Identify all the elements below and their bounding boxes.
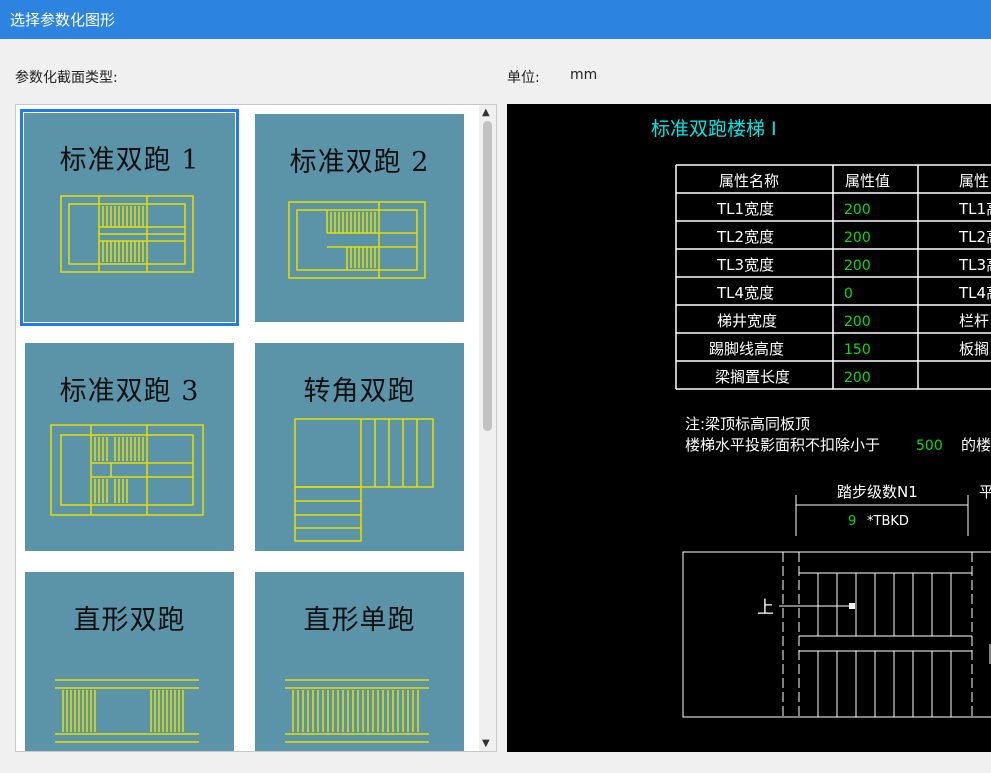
dimension-suffix: *TBKD bbox=[867, 514, 909, 529]
up-label: 上 bbox=[757, 598, 774, 618]
preview-panel: 标准双跑楼梯 I 属性名称 属性值 属性 TL1宽度 TL2宽度 TL3宽度 T… bbox=[507, 104, 991, 752]
shape-tile-straight-double[interactable]: 直形双跑 bbox=[17, 564, 246, 751]
note-1: 注:梁顶标高同板顶 bbox=[685, 415, 810, 433]
stair-plan-icon bbox=[60, 195, 194, 273]
tile-thumbnail: 直形单跑 bbox=[255, 572, 464, 751]
stair-plan-icon bbox=[294, 418, 434, 542]
tile-label: 直形单跑 bbox=[303, 605, 416, 636]
shape-list[interactable]: 标准双跑 1 标准双跑 2 bbox=[15, 104, 497, 752]
row-name: TL1宽度 bbox=[716, 200, 774, 218]
table-header-value: 属性值 bbox=[845, 172, 890, 190]
note-2-value: 500 bbox=[916, 438, 943, 454]
scroll-up-arrow-icon[interactable]: ▲ bbox=[482, 107, 490, 118]
row-right: 栏杆 bbox=[959, 312, 989, 330]
row-right: TL1高 bbox=[958, 200, 991, 218]
row-value: 200 bbox=[844, 230, 871, 246]
row-name: TL2宽度 bbox=[716, 228, 774, 246]
tile-thumbnail: 标准双跑 1 bbox=[20, 109, 239, 326]
tile-label: 直形双跑 bbox=[73, 605, 186, 636]
dimension-value: 9 bbox=[848, 514, 856, 529]
stair-plan-icon bbox=[55, 679, 199, 743]
row-value: 200 bbox=[844, 314, 871, 330]
row-name: 踢脚线高度 bbox=[709, 340, 784, 358]
shape-tile-standard-2[interactable]: 标准双跑 2 bbox=[247, 106, 476, 332]
dimension-label: 踏步级数N1 bbox=[837, 483, 918, 501]
tile-label: 标准双跑 3 bbox=[59, 376, 200, 407]
row-name: TL3宽度 bbox=[716, 256, 774, 274]
stair-plan-drawing bbox=[682, 551, 991, 718]
row-name: TL4宽度 bbox=[716, 284, 774, 302]
table-header-right: 属性 bbox=[959, 172, 989, 190]
note-2-suffix: 的楼 bbox=[961, 436, 991, 454]
section-type-label: 参数化截面类型: bbox=[15, 70, 118, 86]
row-right: TL4高 bbox=[958, 284, 991, 302]
shape-tile-standard-1[interactable]: 标准双跑 1 bbox=[17, 106, 246, 332]
tile-label: 标准双跑 1 bbox=[59, 145, 200, 176]
dimension-lines bbox=[795, 495, 969, 536]
table-header-name: 属性名称 bbox=[719, 172, 779, 190]
tile-thumbnail: 标准双跑 2 bbox=[255, 114, 464, 322]
stair-plan-icon bbox=[50, 424, 204, 516]
property-table-grid bbox=[675, 164, 991, 390]
shape-tile-standard-3[interactable]: 标准双跑 3 bbox=[17, 335, 246, 561]
row-name: 梁搁置长度 bbox=[715, 368, 790, 386]
unit-label: 单位: bbox=[507, 70, 540, 86]
stair-plan-icon bbox=[285, 679, 429, 743]
tile-label: 标准双跑 2 bbox=[289, 147, 430, 178]
unit-value: mm bbox=[570, 67, 598, 83]
vertical-scrollbar[interactable]: ▲ ▼ bbox=[479, 105, 496, 751]
title-bar: 选择参数化图形 bbox=[0, 0, 991, 39]
tile-thumbnail: 直形双跑 bbox=[25, 572, 234, 751]
window-title: 选择参数化图形 bbox=[10, 11, 116, 29]
row-value: 0 bbox=[844, 286, 853, 302]
preview-drawing: 标准双跑楼梯 I 属性名称 属性值 属性 TL1宽度 TL2宽度 TL3宽度 T… bbox=[651, 118, 991, 718]
tile-label: 转角双跑 bbox=[303, 376, 416, 407]
row-value: 200 bbox=[844, 370, 871, 386]
tile-thumbnail: 转角双跑 bbox=[255, 343, 464, 551]
arrow-head-marker bbox=[849, 603, 855, 609]
tile-thumbnail: 标准双跑 3 bbox=[25, 343, 234, 551]
row-name: 梯井宽度 bbox=[717, 312, 777, 330]
stair-plan-icon bbox=[288, 201, 426, 279]
row-right: TL2高 bbox=[958, 228, 991, 246]
shape-tile-straight-single[interactable]: 直形单跑 bbox=[247, 564, 476, 751]
row-value: 200 bbox=[844, 202, 871, 218]
shape-tile-corner-double[interactable]: 转角双跑 bbox=[247, 335, 476, 561]
row-right: 板搁 bbox=[959, 340, 989, 358]
dimension-right: 平 bbox=[979, 483, 991, 501]
row-value: 200 bbox=[844, 258, 871, 274]
scroll-down-arrow-icon[interactable]: ▼ bbox=[482, 738, 490, 749]
preview-title: 标准双跑楼梯 I bbox=[651, 118, 777, 140]
row-right: TL3高 bbox=[958, 256, 991, 274]
scrollbar-thumb[interactable] bbox=[483, 121, 492, 431]
note-2-prefix: 楼梯水平投影面积不扣除小于 bbox=[685, 436, 880, 454]
row-value: 150 bbox=[844, 342, 871, 358]
